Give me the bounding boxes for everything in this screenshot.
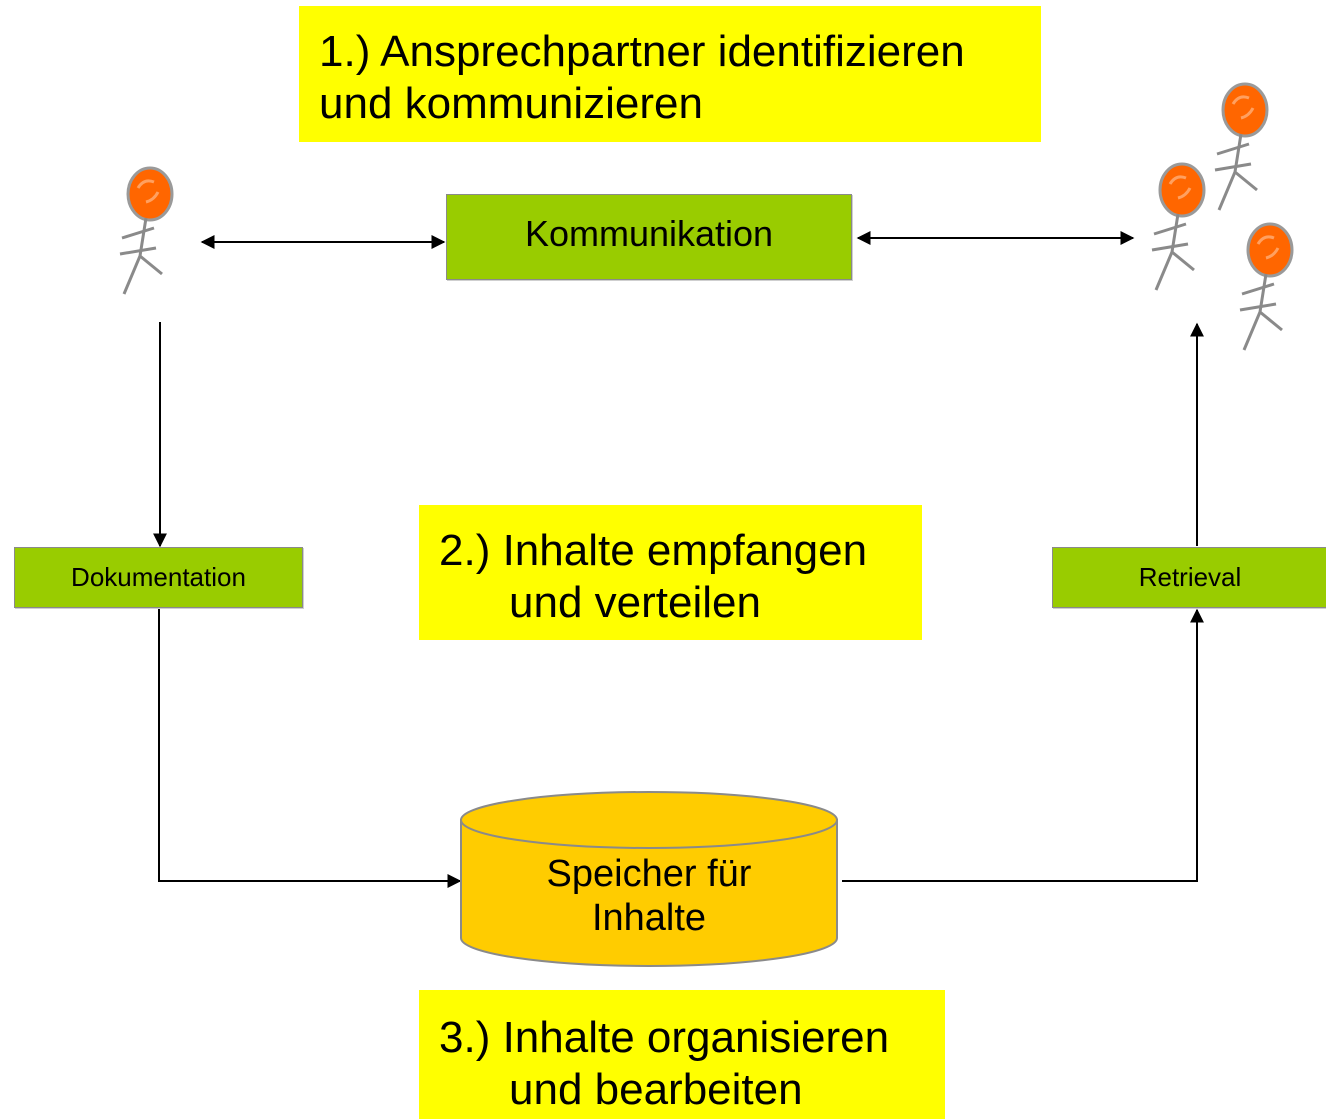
person-group-top-icon [1213, 82, 1269, 212]
step1-note-line2: und kommunizieren [319, 79, 703, 128]
arrow-dokumentation-storage [158, 609, 462, 888]
retrieval-label: Retrieval [1138, 562, 1242, 592]
step3-note-line1: 3.) Inhalte organisieren [439, 1013, 890, 1062]
dokumentation-box: Dokumentation [14, 547, 303, 608]
step3-note-line2: und bearbeiten [509, 1065, 803, 1114]
person-group-right-icon [1238, 222, 1294, 352]
arrow-storage-retrieval [842, 608, 1204, 882]
step1-note-line1: 1.) Ansprechpartner identifizieren [319, 27, 965, 76]
storage-label: Speicher für Inhalte [461, 852, 837, 940]
step1-note: 1.) Ansprechpartner identifizieren und k… [299, 6, 1041, 142]
step2-note-line2: und verteilen [509, 578, 761, 627]
storage-label-line1: Speicher für [546, 853, 752, 895]
dokumentation-label: Dokumentation [71, 562, 246, 592]
person-left-icon [118, 166, 174, 296]
retrieval-box: Retrieval [1052, 547, 1326, 608]
step3-note: 3.) Inhalte organisieren und bearbeiten [419, 990, 945, 1119]
person-group-left-icon [1150, 162, 1206, 292]
step2-note: 2.) Inhalte empfangen und verteilen [419, 505, 922, 640]
step2-note-line1: 2.) Inhalte empfangen [439, 526, 868, 575]
kommunikation-box: Kommunikation [446, 194, 852, 280]
storage-label-line2: Inhalte [591, 897, 707, 939]
kommunikation-label: Kommunikation [524, 213, 774, 254]
storage-cylinder-shape [460, 791, 838, 967]
